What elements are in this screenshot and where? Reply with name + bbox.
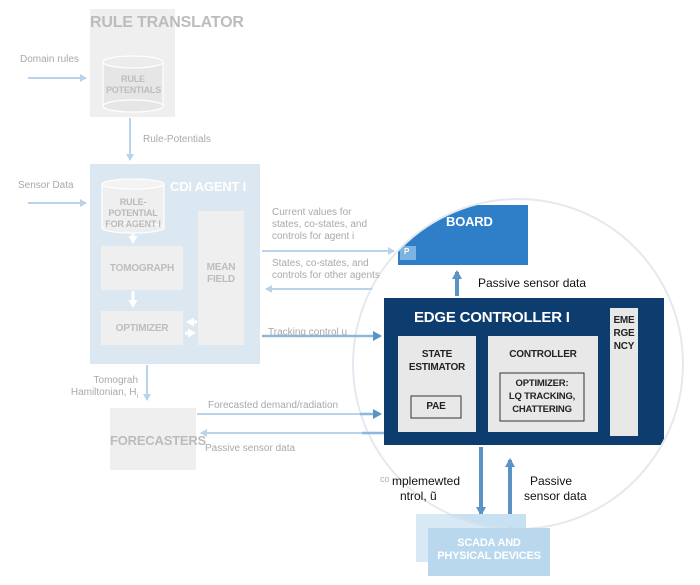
implemented-control-label: mplemewted ntrol, ũ (392, 474, 461, 503)
domain-rules-label: Domain rules (20, 54, 79, 65)
passive-sensor-data-label: Passive sensor data (205, 443, 296, 454)
dashboard-small-chip (400, 246, 416, 260)
optimizer-lq-label: OPTIMIZER: LQ TRACKING, CHATTERING (508, 378, 576, 415)
rule-potentials-label: RULE POTENTIALS (106, 74, 162, 95)
state-estimator-label: STATE ESTIMATOR (408, 349, 466, 373)
scada-label: SCADA AND PHYSICAL DEVICES (437, 537, 541, 562)
rule-potential-agent-cylinder (101, 178, 165, 234)
other-agents-label: States, co-states, and controls for othe… (272, 258, 380, 281)
dashboard-label: BOARD (446, 214, 493, 229)
cdi-agent-title: CDI AGENT I (170, 179, 247, 194)
dashboard-small-label: P (404, 247, 410, 256)
rule-potentials-cylinder (102, 55, 164, 113)
optimizer-label: OPTIMIZER (115, 323, 169, 334)
tomograph-label: TOMOGRAPH (109, 263, 175, 274)
scada-box (428, 528, 550, 576)
mean-field-label: MEAN FIELD (206, 262, 236, 285)
pae-box (410, 395, 462, 419)
forecasted-demand-label: Forecasted demand/radiation (208, 400, 339, 411)
rule-potentials-flow-label: Rule-Potentials (143, 134, 211, 145)
optimizer-box (101, 311, 183, 345)
hamiltonian-label: Tomograh Hamiltonian, Hi (70, 375, 138, 400)
controller-label: CONTROLLER (509, 349, 577, 360)
emergency-label: EMERGENCY (613, 315, 635, 352)
mean-field-box (198, 211, 244, 345)
passive-sensor-bottom-label: Passive sensor data (524, 474, 587, 503)
rule-translator-title: RULE TRANSLATOR (90, 14, 244, 31)
edge-controller-title: EDGE CONTROLLER I (414, 309, 570, 326)
tracking-control-label: Tracking control u (268, 327, 348, 338)
emergency-box (610, 308, 638, 436)
tomograph-box (101, 246, 183, 290)
sensor-data-label: Sensor Data (18, 180, 74, 191)
rule-potential-agent-label: RULE-POTENTIAL FOR AGENT i (105, 197, 161, 229)
passive-sensor-top-label: Passive sensor data (478, 276, 587, 290)
forecasters-box (110, 408, 196, 470)
implemented-fragment-label: co (380, 474, 390, 484)
current-values-label: Current values for states, co-states, an… (272, 207, 368, 242)
optimizer-lq-box (499, 372, 585, 422)
forecasters-label: FORECASTERS (110, 433, 207, 448)
pae-label: PAE (426, 401, 446, 412)
